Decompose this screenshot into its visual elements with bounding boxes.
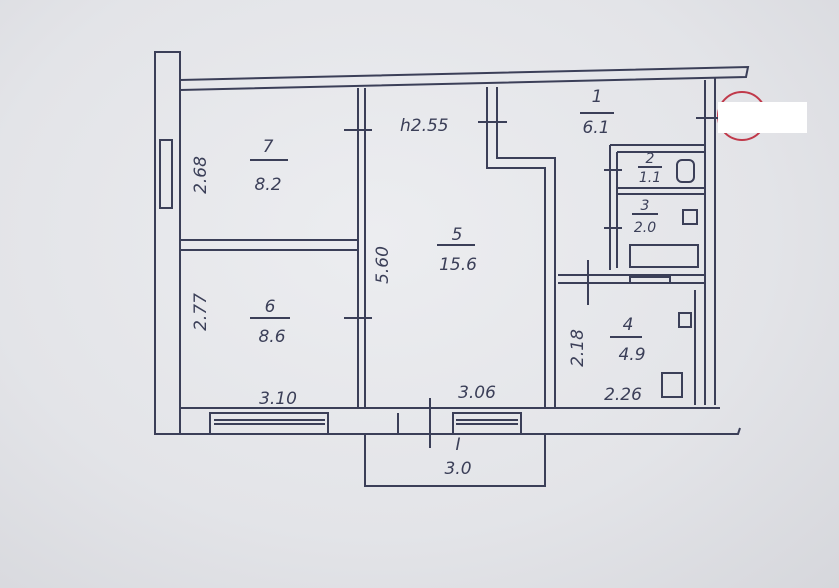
dim-room4-length: 2.26 xyxy=(604,385,642,405)
room-area: 8.2 xyxy=(254,175,281,195)
dim-room5-length: 5.60 xyxy=(373,246,393,284)
room-area: 2.0 xyxy=(634,220,656,236)
room-3: 3 2.0 xyxy=(632,198,658,236)
room-area: 1.1 xyxy=(639,170,661,186)
walls xyxy=(154,51,750,487)
dim-room5-length-bottom: 3.06 xyxy=(458,383,496,403)
room-number: 2 xyxy=(646,151,655,167)
room-6: 6 8.6 xyxy=(250,297,290,347)
room-2: 2 1.1 xyxy=(638,151,662,186)
room-number: 4 xyxy=(623,315,634,335)
dim-room6-length: 3.10 xyxy=(259,389,297,409)
room-area: 4.9 xyxy=(618,345,645,365)
dim-room6-width: 2.77 xyxy=(191,293,211,331)
room-area: 15.6 xyxy=(439,255,477,275)
ceiling-height: h2.55 xyxy=(400,116,449,136)
room-number: 1 xyxy=(592,87,603,107)
redaction-box xyxy=(718,102,807,133)
room-1: 1 6.1 xyxy=(580,87,614,138)
dim-room4-width: 2.18 xyxy=(568,329,588,367)
room-7: 7 8.2 xyxy=(250,137,288,195)
room-area: 6.1 xyxy=(582,118,609,138)
room-number: 5 xyxy=(452,225,463,245)
room-number: 6 xyxy=(265,297,276,317)
balcony-area: 3.0 xyxy=(444,459,471,479)
balcony-number: I xyxy=(455,435,460,455)
room-number: 3 xyxy=(641,198,650,214)
room-number: 7 xyxy=(263,137,274,157)
room-4: 4 4.9 xyxy=(610,315,646,365)
room-area: 8.6 xyxy=(258,327,285,347)
dim-room7-width: 2.68 xyxy=(191,156,211,194)
balcony: I 3.0 xyxy=(444,435,471,479)
room-5: 5 15.6 xyxy=(437,225,477,275)
